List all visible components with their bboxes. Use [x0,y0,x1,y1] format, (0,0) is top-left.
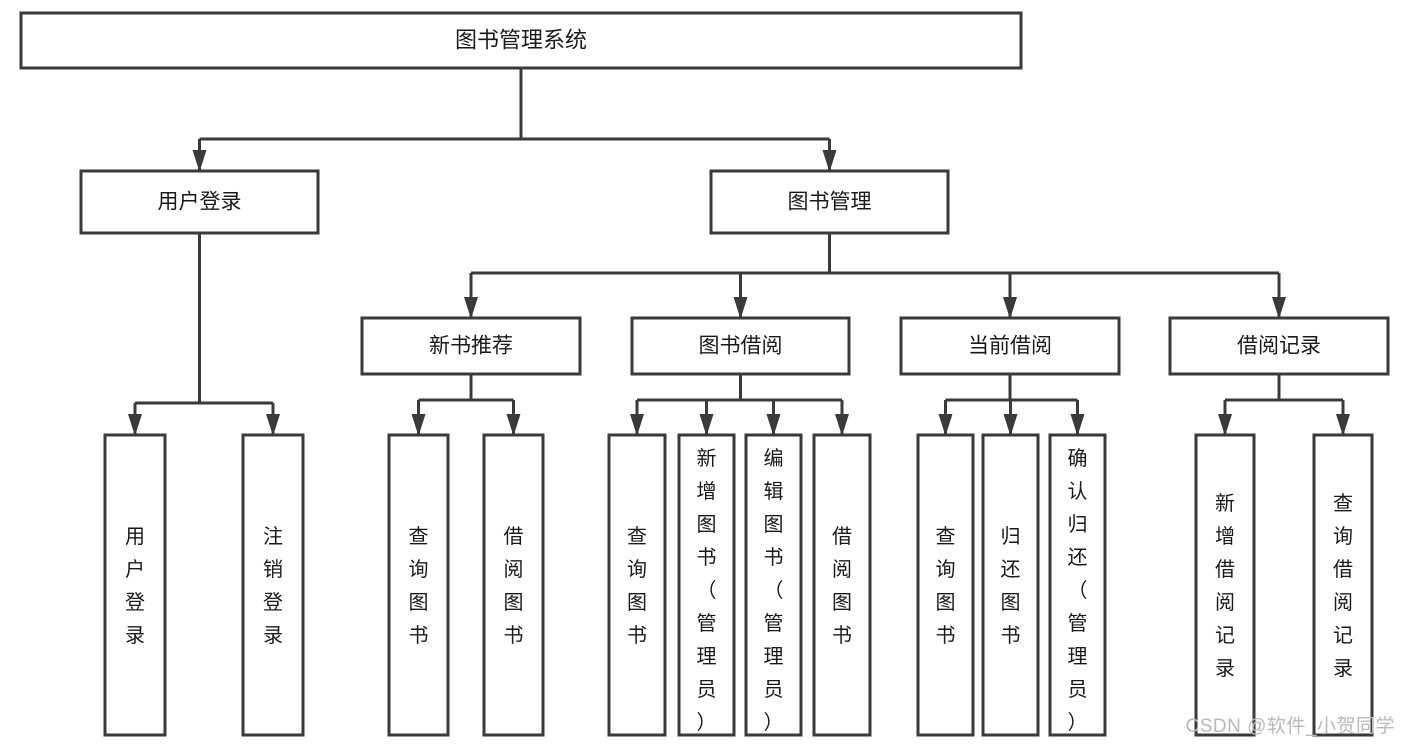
node-border [677,433,736,737]
node-border [241,433,305,737]
node-border [79,169,320,235]
node-leaf-add-book-admin[interactable]: 新增图书（管理员） [677,433,736,737]
node-leaf-query-borrow-record[interactable]: 查询借阅记录 [1312,433,1374,737]
node-label: 新增借阅记录 [1215,492,1235,680]
arrow-head [1218,414,1232,436]
node-label: 归还图书 [1001,525,1021,647]
node-label: 图书管理系统 [455,27,587,52]
node-border [1194,433,1256,737]
node-leaf-query-book-borrow[interactable]: 查询图书 [607,433,667,737]
arrow-head [1070,414,1085,436]
node-label: 图书借阅 [699,335,783,358]
node-label: 查询借阅记录 [1333,492,1353,680]
arrow-head [506,414,521,436]
node-root-system[interactable]: 图书管理系统 [19,11,1023,70]
arrow-head [1272,297,1286,319]
arrow-head [822,150,837,172]
arrow-head [1336,414,1350,436]
arrow-head [1003,297,1017,319]
node-leaf-query-book-current[interactable]: 查询图书 [916,433,975,737]
node-label: 编辑图书（管理员） [764,447,784,734]
node-border [360,316,582,376]
node-leaf-return-book[interactable]: 归还图书 [981,433,1040,737]
node-label: 借阅记录 [1237,335,1321,358]
node-border [103,433,167,737]
csdn-watermark: CSDN @软件_小贺同学 [1186,715,1395,737]
node-label: 用户登录 [158,191,242,214]
arrow-head [1003,414,1018,436]
node-leaf-user-login[interactable]: 用户登录 [103,433,167,737]
node-border [19,11,1023,70]
node-leaf-confirm-return-admin[interactable]: 确认归还（管理员） [1048,433,1107,737]
node-label: 新增图书（管理员） [697,447,717,734]
nodes-layer: 图书管理系统用户登录图书管理新书推荐图书借阅当前借阅借阅记录用户登录注销登录查询… [19,11,1390,737]
node-leaf-borrow-book[interactable]: 借阅图书 [812,433,872,737]
arrow-head [733,297,748,319]
arrow-head [192,150,207,172]
node-label: 查询图书 [936,525,956,647]
node-label: 确认归还（管理员） [1068,447,1088,734]
node-border [482,433,545,737]
node-new-book-recommend[interactable]: 新书推荐 [360,316,582,376]
arrow-head [766,414,781,436]
arrow-head [630,414,644,436]
node-label: 查询图书 [627,525,647,647]
node-user-login[interactable]: 用户登录 [79,169,320,235]
node-current-borrow[interactable]: 当前借阅 [899,316,1121,376]
node-border [812,433,872,737]
node-leaf-borrow-book-recommend[interactable]: 借阅图书 [482,433,545,737]
arrow-head [411,414,426,436]
node-leaf-logout[interactable]: 注销登录 [241,433,305,737]
node-border [1048,433,1107,737]
node-border [916,433,975,737]
node-label: 图书管理 [788,191,872,214]
node-label: 借阅图书 [504,525,524,647]
node-leaf-query-book-recommend[interactable]: 查询图书 [387,433,450,737]
node-label: 借阅图书 [832,525,852,647]
node-border [1312,433,1374,737]
node-book-management[interactable]: 图书管理 [709,169,950,235]
arrow-head [699,414,714,436]
node-border [744,433,803,737]
node-book-borrow[interactable]: 图书借阅 [630,316,851,376]
node-border [607,433,667,737]
node-border [1168,316,1390,376]
node-label: 当前借阅 [968,335,1052,358]
node-border [899,316,1121,376]
node-label: 新书推荐 [429,335,513,358]
arrow-head [128,414,142,436]
node-label: 用户登录 [125,526,145,647]
node-border [709,169,950,235]
connectors-layer [128,68,1350,436]
node-border [630,316,851,376]
node-border [387,433,450,737]
node-label: 查询图书 [409,525,429,647]
node-leaf-add-borrow-record[interactable]: 新增借阅记录 [1194,433,1256,737]
arrow-head [938,414,953,436]
arrow-head [835,414,849,436]
node-label: 注销登录 [263,525,283,647]
node-borrow-record[interactable]: 借阅记录 [1168,316,1390,376]
arrow-head [464,297,478,319]
arrow-head [266,414,280,436]
node-border [981,433,1040,737]
node-leaf-edit-book-admin[interactable]: 编辑图书（管理员） [744,433,803,737]
